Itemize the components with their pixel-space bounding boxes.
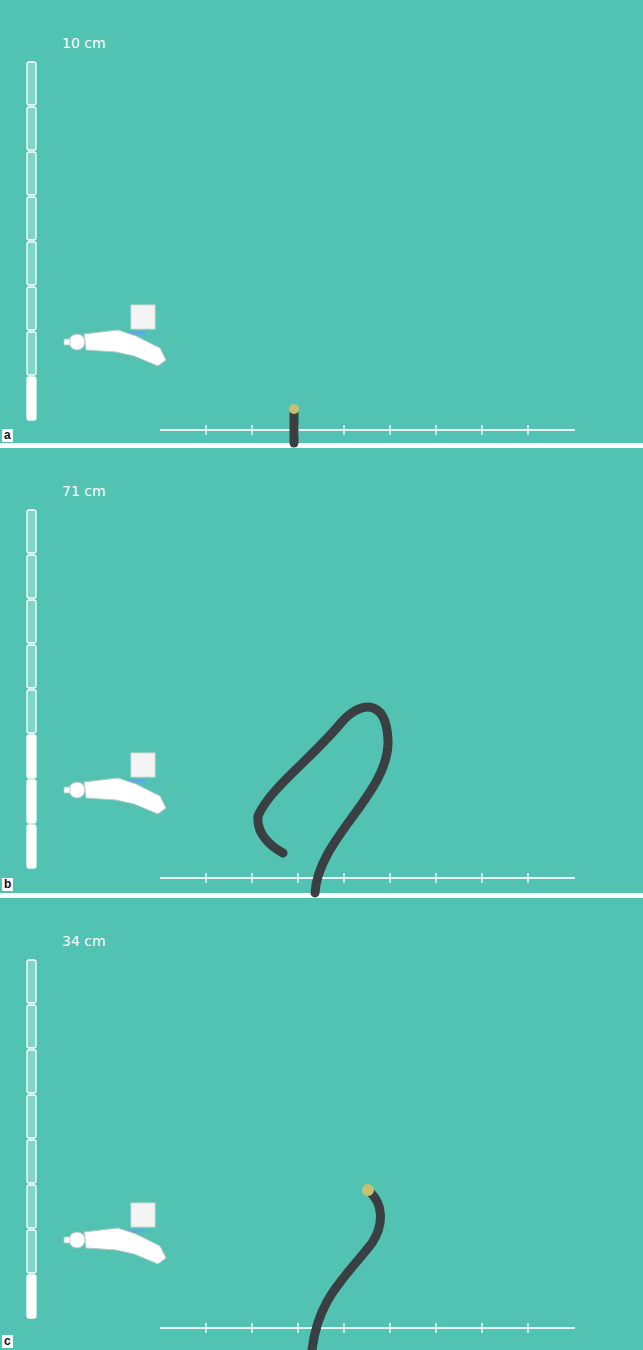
panel-letter: b (2, 878, 13, 891)
insertion-length: 71 cm (62, 483, 106, 499)
panel-letter: c (2, 1335, 13, 1348)
insertion-length: 34 cm (62, 933, 106, 949)
panel-letter: a (2, 429, 13, 442)
insertion-length: 10 cm (62, 35, 106, 51)
